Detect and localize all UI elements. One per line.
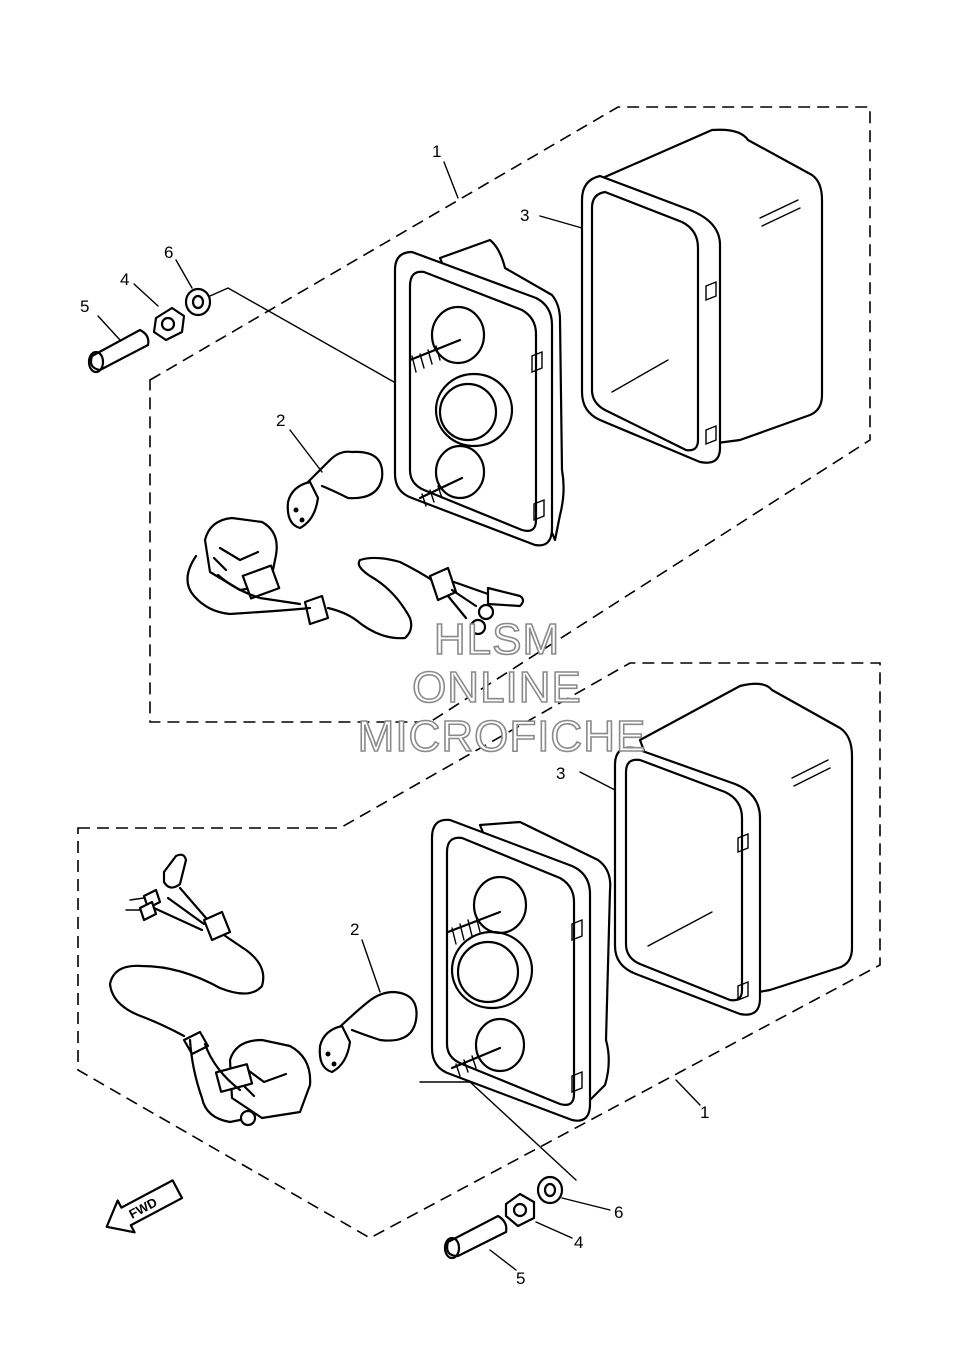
watermark-line-1: HLSM	[434, 615, 560, 664]
upper-collar-part-5	[89, 328, 150, 372]
upper-lens-part-3	[580, 128, 824, 464]
watermark-line-2: ONLINE	[412, 663, 582, 712]
callout-upper-6: 6	[164, 243, 173, 262]
callout-upper-1: 1	[432, 142, 441, 161]
lower-leader-lines	[361, 771, 701, 1271]
lower-lens-part-3	[613, 682, 854, 1016]
upper-hardware	[87, 287, 395, 383]
callout-lower-3: 3	[556, 764, 565, 783]
lower-group-boundary	[77, 662, 881, 1239]
upper-leader-lines	[97, 161, 583, 473]
lower-assembly: 1 2 3 4 5 6	[77, 662, 881, 1288]
callout-lower-2: 2	[350, 920, 359, 939]
lower-collar-part-5	[446, 1214, 508, 1258]
watermark-line-3: MICROFICHE	[358, 712, 647, 761]
callout-lower-1: 1	[700, 1103, 709, 1122]
callout-lower-5: 5	[516, 1269, 525, 1288]
upper-washer-part-6	[184, 287, 212, 317]
upper-housing-part-1	[393, 238, 565, 547]
callout-upper-3: 3	[520, 206, 529, 225]
upper-group-boundary	[149, 106, 871, 723]
callout-lower-4: 4	[574, 1233, 583, 1252]
lower-housing-part-1	[419, 818, 612, 1181]
lower-hardware	[443, 1175, 564, 1260]
lower-nut-part-4	[504, 1192, 536, 1228]
upper-socket-harness	[186, 516, 525, 640]
lower-bulb-part-2	[318, 990, 418, 1074]
callout-upper-4: 4	[120, 270, 129, 289]
callout-upper-2: 2	[276, 411, 285, 430]
upper-assembly: 1 2 3 4 5 6	[80, 106, 871, 723]
callout-upper-5: 5	[80, 297, 89, 316]
forward-direction-arrow: FWD	[105, 1179, 184, 1234]
lower-washer-part-6	[536, 1175, 564, 1205]
callout-lower-6: 6	[614, 1203, 623, 1222]
upper-bulb-part-2	[286, 450, 384, 530]
upper-nut-part-4	[152, 306, 186, 342]
watermark: HLSM ONLINE MICROFICHE	[357, 614, 647, 762]
lower-socket-harness	[108, 853, 312, 1127]
